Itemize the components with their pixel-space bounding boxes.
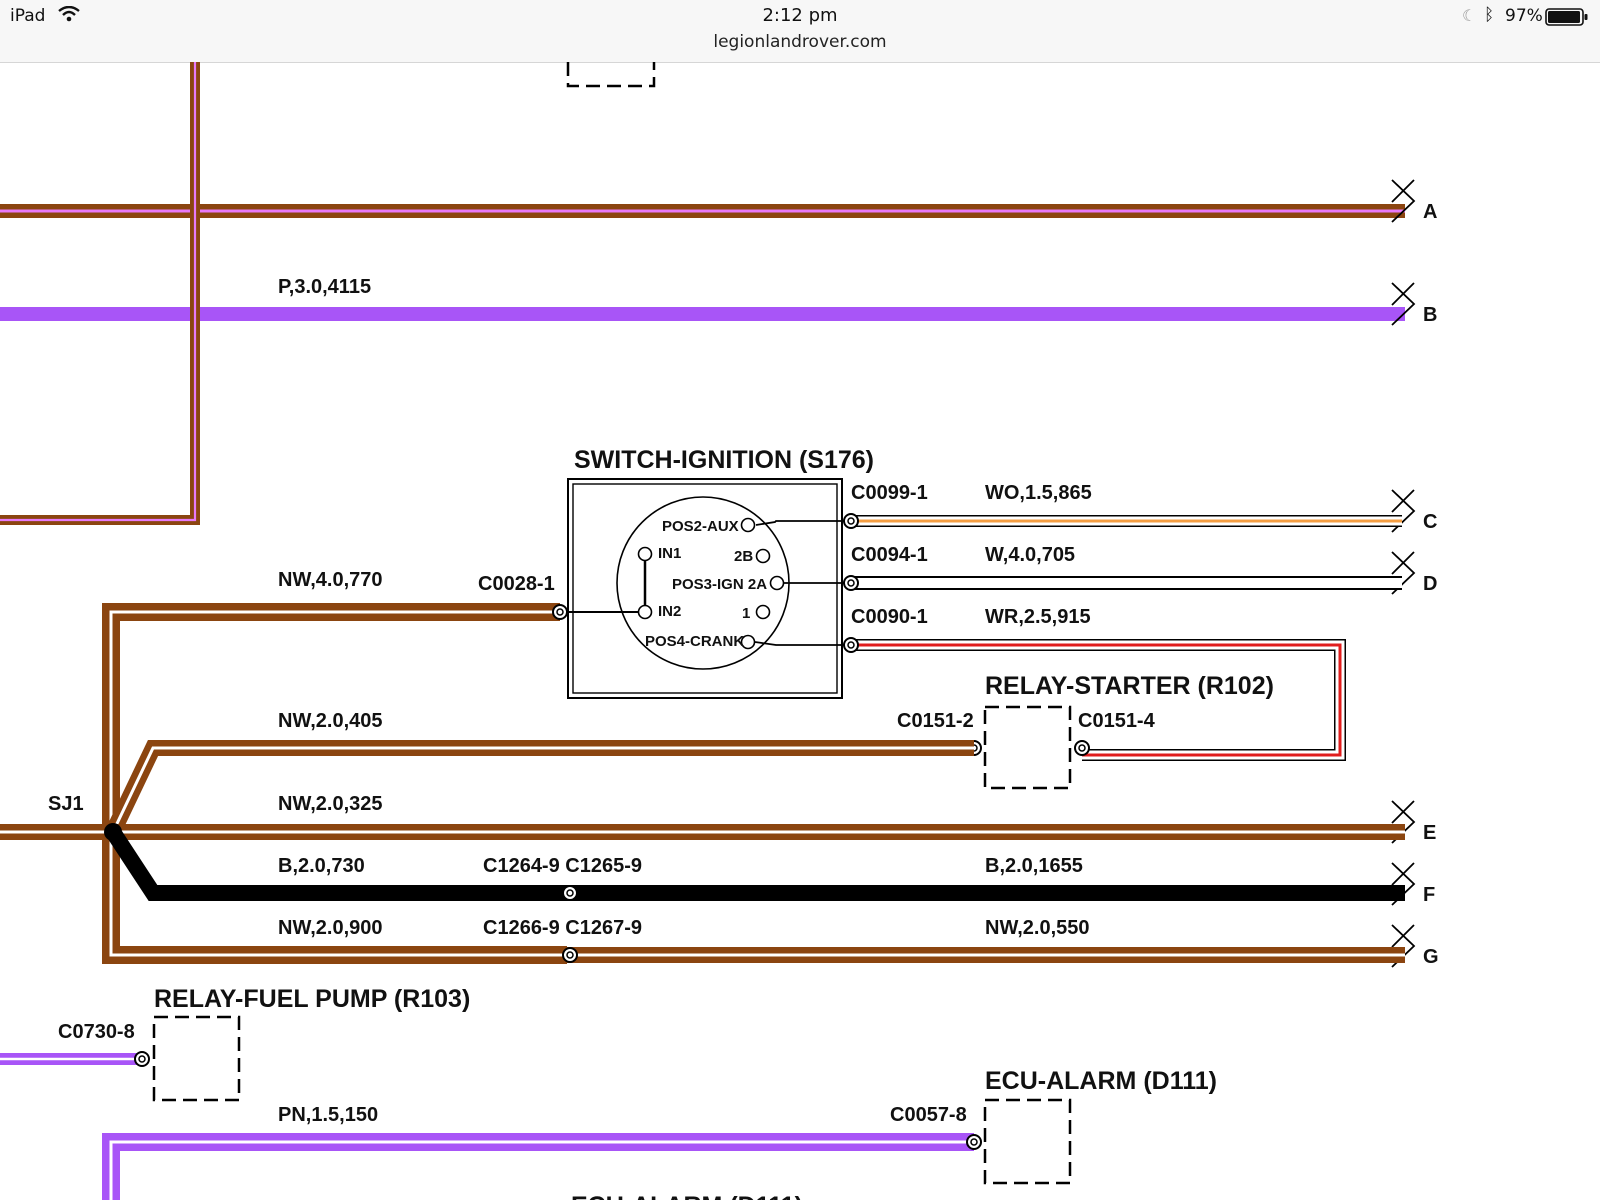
connector-label-c0099-1: C0099-1: [851, 482, 928, 504]
wiring-diagram: P,3.0,4115 A B C D E F G SWITCH-IGNITION…: [0, 62, 1439, 1200]
destination-a: A: [1423, 201, 1437, 223]
clock: 2:12 pm: [762, 5, 838, 26]
wire-label-b-730: B,2.0,730: [278, 855, 365, 877]
wire-label-pn-150: PN,1.5,150: [278, 1104, 378, 1126]
ecu-alarm-title-cut: ECU-ALARM (D111): [571, 1192, 803, 1200]
wire-label-wr: WR,2.5,915: [985, 606, 1091, 628]
destination-g: G: [1423, 946, 1439, 968]
wire-label-nw-405: NW,2.0,405: [278, 710, 383, 732]
wire-label-c: WO,1.5,865: [985, 482, 1092, 504]
connector-c0090-1: [843, 637, 859, 653]
wire-wr: [851, 639, 1346, 761]
connector-label-c1264-9: C1264-9 C1265-9: [483, 855, 642, 877]
wire-label-b-1655: B,2.0,1655: [985, 855, 1083, 877]
pin-in1: IN1: [658, 545, 681, 562]
connector-label-c0151-4: C0151-4: [1078, 710, 1156, 732]
connector-c0151-4: [1074, 740, 1090, 756]
connector-label-c0151-2: C0151-2: [897, 710, 974, 732]
connector-c0057-8: [966, 1134, 982, 1150]
pin-2b: 2B: [734, 548, 753, 565]
battery-icon: [1545, 8, 1589, 30]
battery-percentage: 97%: [1505, 6, 1543, 26]
connector-c0099-1: [843, 513, 859, 529]
switch-ignition-title: SWITCH-IGNITION (S176): [574, 446, 874, 474]
connector-label-c0057-8: C0057-8: [890, 1104, 967, 1126]
relay-fuel-pump-title: RELAY-FUEL PUMP (R103): [154, 985, 470, 1013]
destination-c: C: [1423, 511, 1437, 533]
connector-label-c0090-1: C0090-1: [851, 606, 928, 628]
do-not-disturb-icon: ☾: [1462, 6, 1477, 25]
pin-pos2-aux: POS2-AUX: [662, 518, 739, 535]
pin-1: 1: [742, 605, 750, 622]
pin-pos3-ign-2a: POS3-IGN 2A: [672, 576, 767, 593]
destination-d: D: [1423, 573, 1437, 595]
connector-label-c0094-1: C0094-1: [851, 544, 928, 566]
splice-label-sj1: SJ1: [48, 793, 84, 815]
destination-arrows: [1391, 179, 1416, 968]
wire-pn: [102, 1133, 974, 1200]
address-bar[interactable]: legionlandrover.com: [713, 32, 887, 52]
wire-label-d: W,4.0,705: [985, 544, 1075, 566]
connector-c1266-9: [562, 947, 578, 963]
destination-b: B: [1423, 304, 1437, 326]
wire-nw-4-0-770: [102, 603, 567, 964]
status-bar: iPad 2:12 pm legionlandrover.com ☾ ᛒ 97%: [0, 0, 1600, 63]
wire-label-nw-770: NW,4.0,770: [278, 569, 383, 591]
connector-c0094-1: [843, 575, 859, 591]
destination-e: E: [1423, 822, 1436, 844]
wire-label-nw-900: NW,2.0,900: [278, 917, 383, 939]
connector-label-c1266-9: C1266-9 C1267-9: [483, 917, 642, 939]
connector-c0730-8: [134, 1051, 150, 1067]
ecu-alarm-title: ECU-ALARM (D111): [985, 1067, 1217, 1095]
wire-f: [106, 827, 1405, 901]
device-name: iPad: [10, 6, 46, 26]
pin-pos4-crank: POS4-CRANK: [645, 633, 744, 650]
wire-label-b: P,3.0,4115: [278, 276, 371, 298]
destination-f: F: [1423, 884, 1435, 906]
switch-ignition-body: [567, 478, 851, 699]
connector-label-c0730-8: C0730-8: [58, 1021, 135, 1043]
connector-c1264-9: [562, 885, 578, 901]
wire-label-nw-550: NW,2.0,550: [985, 917, 1090, 939]
connector-c0028-1: [552, 604, 568, 620]
wire-vertical-top-left: [0, 62, 200, 525]
wire-nw-2-0-405: [105, 740, 974, 836]
wifi-icon: [58, 5, 80, 26]
connector-label-c0028-1: C0028-1: [478, 573, 555, 595]
relay-fuel-pump-body: [152, 1015, 241, 1102]
dashed-connector-top: [566, 62, 656, 88]
wire-label-nw-325: NW,2.0,325: [278, 793, 383, 815]
bluetooth-icon: ᛒ: [1484, 5, 1495, 25]
relay-starter-body: [983, 705, 1072, 790]
pin-in2: IN2: [658, 603, 681, 620]
ecu-alarm-body: [983, 1098, 1072, 1185]
splice-sj1: [104, 823, 122, 841]
relay-starter-title: RELAY-STARTER (R102): [985, 672, 1274, 700]
